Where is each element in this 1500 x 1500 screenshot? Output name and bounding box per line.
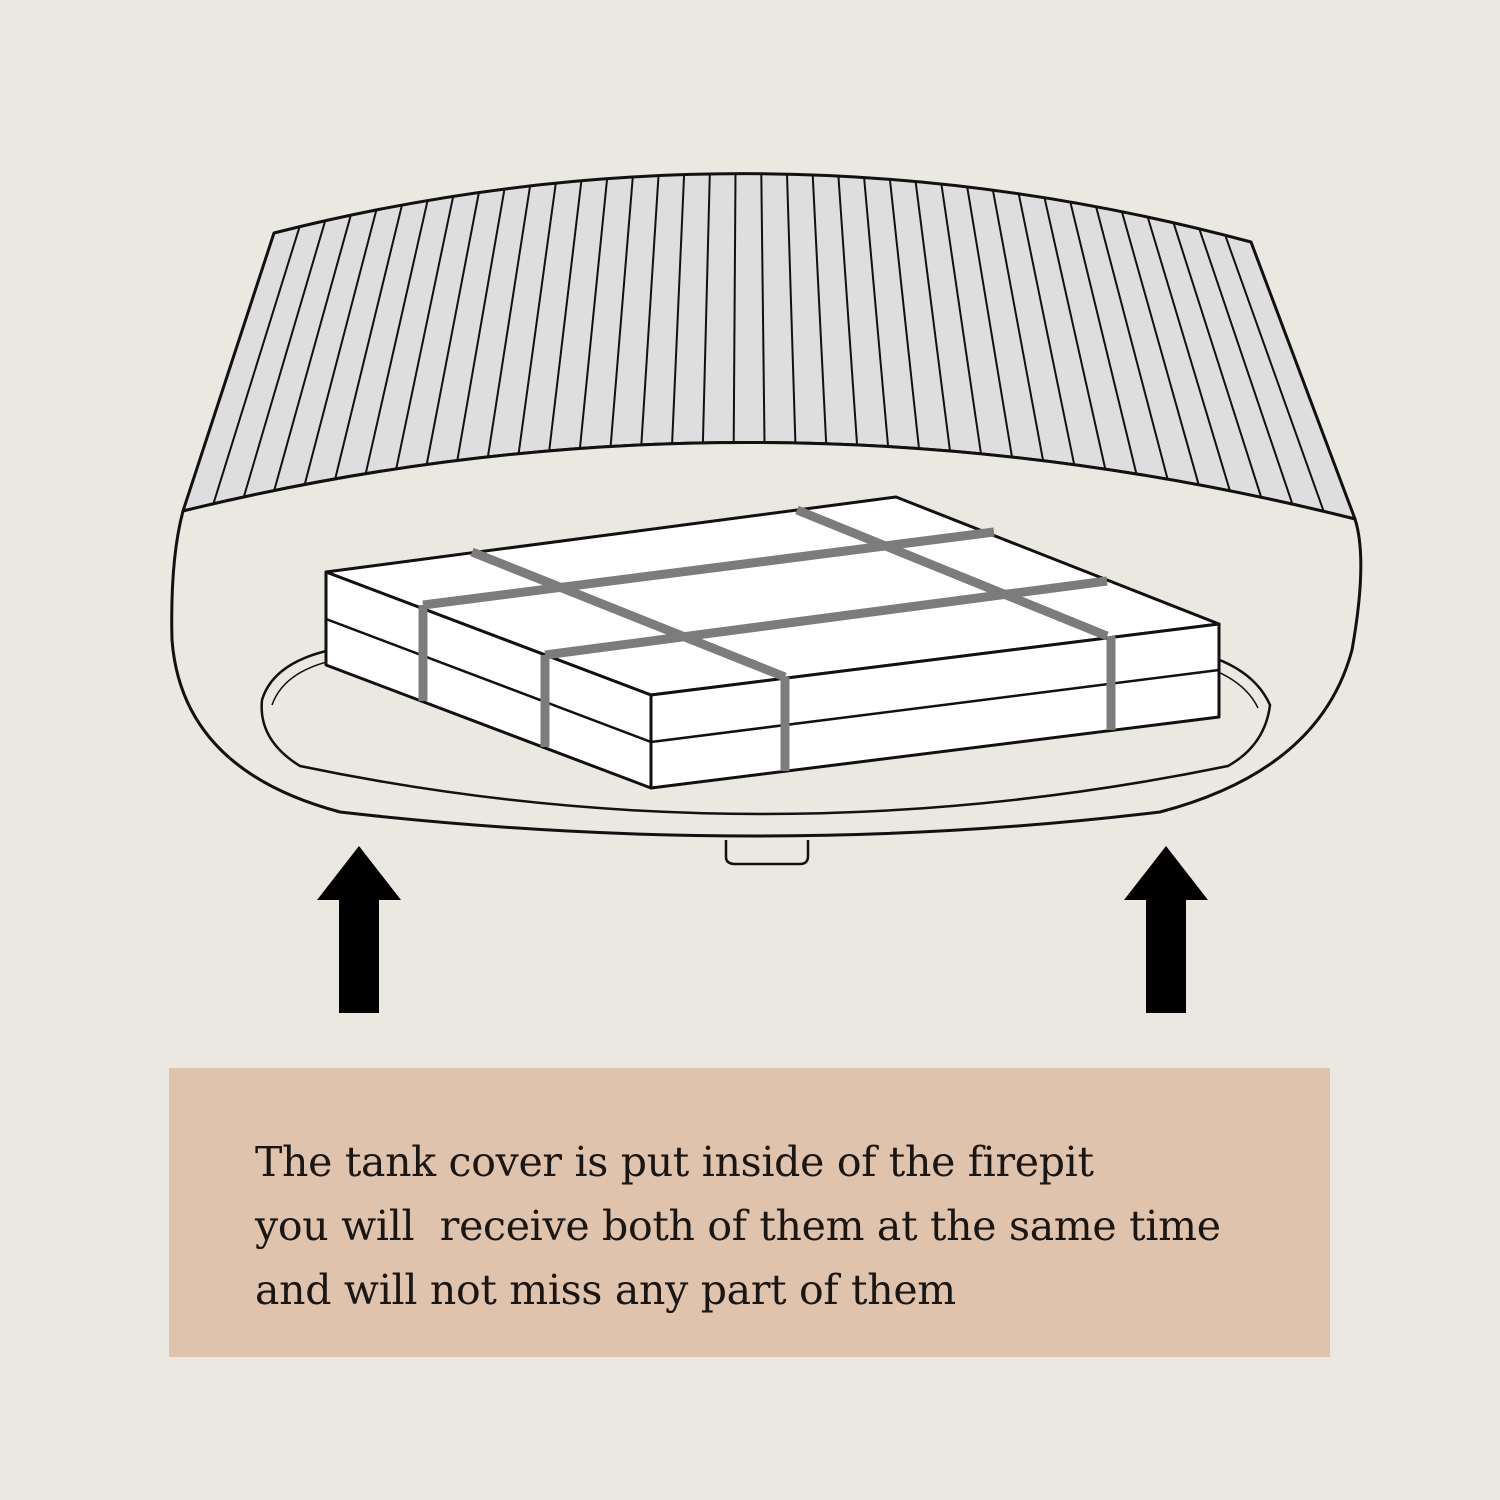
cover-rib: [242, 220, 327, 498]
cover-rib: [966, 186, 1013, 458]
left-up-arrow-icon: [317, 846, 401, 1013]
cover-rib: [701, 173, 711, 443]
cover-rib: [486, 185, 532, 458]
cover-rib: [1095, 206, 1169, 480]
cover-rib: [1172, 222, 1263, 498]
cover-rib: [760, 173, 766, 443]
cover-rib: [273, 214, 352, 491]
cover-rib: [303, 209, 378, 485]
cover-rib: [991, 190, 1045, 461]
box-straps: [418, 505, 1116, 771]
cover-rib: [940, 183, 982, 454]
cover-rib: [811, 174, 828, 444]
cover-rib: [334, 204, 403, 480]
caption-line-1: The tank cover is put inside of the fire…: [255, 1138, 1094, 1186]
cover-rib: [1069, 201, 1138, 475]
cover-rib: [732, 173, 737, 443]
caption-box: The tank cover is put inside of the fire…: [169, 1068, 1330, 1357]
cover-rib: [609, 176, 634, 447]
cover-rib: [1017, 193, 1076, 465]
right-up-arrow-icon: [1124, 846, 1208, 1013]
cover-rib: [1224, 234, 1325, 512]
box-layer-line: [325, 617, 1220, 744]
cover-rib: [786, 174, 797, 443]
tank-cover-box-icon: [324, 495, 1221, 790]
cover-bottom-tab: [724, 840, 810, 866]
cover-rib: [578, 178, 609, 449]
cover-rib: [1146, 216, 1231, 492]
cover-rib: [837, 175, 859, 445]
cover-rib: [517, 183, 557, 454]
cover-rib: [1120, 211, 1200, 486]
cover-rib: [640, 175, 660, 445]
cover-rib: [863, 177, 890, 447]
cover-rib: [456, 188, 506, 461]
cover-rib: [395, 196, 455, 470]
caption-line-3: and will not miss any part of them: [255, 1266, 956, 1314]
caption-line-2: you will receive both of them at the sam…: [255, 1202, 1221, 1250]
cover-rib: [548, 180, 583, 452]
cover-rib: [671, 174, 686, 444]
cover-rib: [888, 179, 920, 449]
cover-rib: [425, 192, 480, 465]
cover-ribs: [212, 173, 1325, 512]
cover-rib: [1198, 228, 1294, 505]
cover-rib: [212, 226, 301, 505]
cover-rib: [914, 181, 951, 452]
cover-rib: [1043, 197, 1107, 470]
cover-rib: [364, 200, 429, 474]
